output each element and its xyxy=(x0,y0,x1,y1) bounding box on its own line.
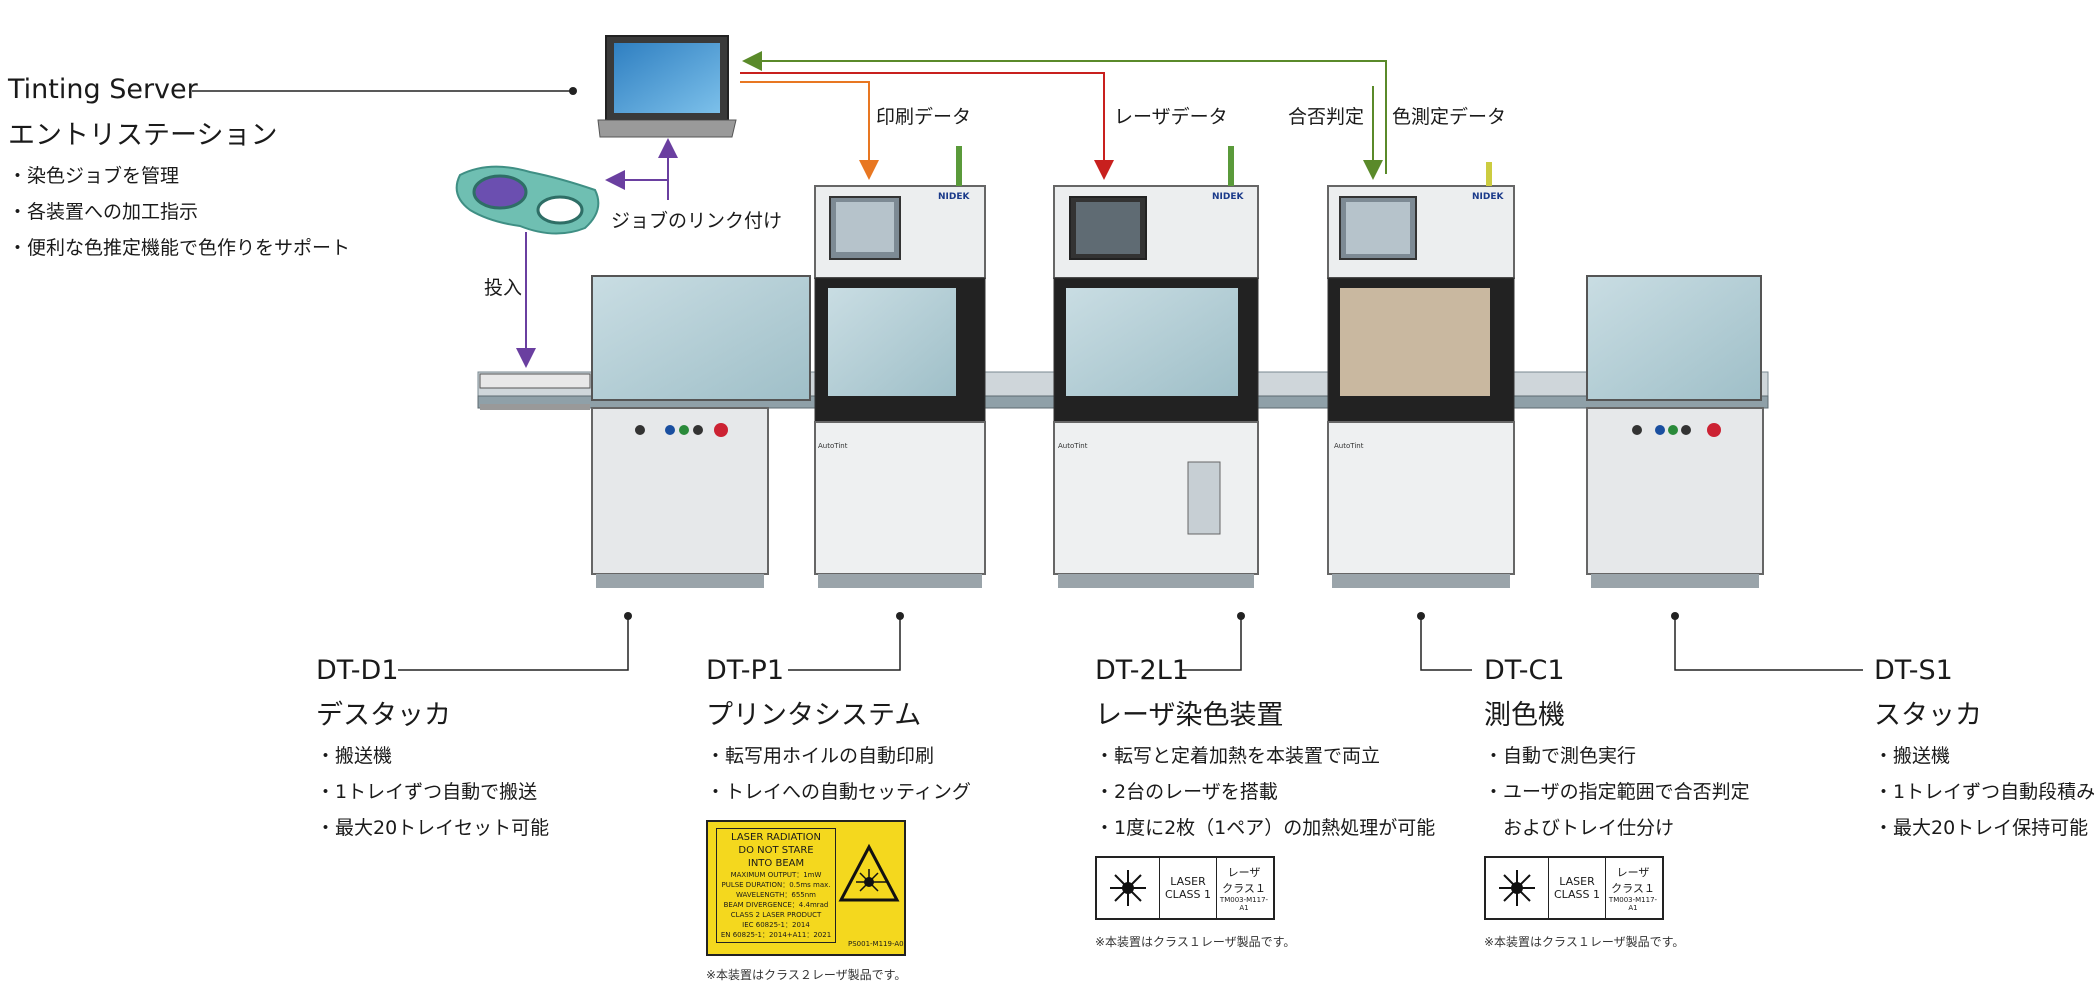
machine-dt-p1 xyxy=(814,146,986,588)
class1-jp: レーザ クラス１ TM003-M117-A1 xyxy=(1217,858,1271,918)
machine-dt-s1 xyxy=(1586,275,1764,588)
nidek-logo-2l1: NIDEK xyxy=(1212,192,1244,202)
autotint-logo-c1: AutoTint xyxy=(1334,442,1364,450)
device-bullet: ・最大20トレイ保持可能 xyxy=(1874,817,2089,839)
class1-en-line: LASER xyxy=(1170,875,1206,888)
flow-label-print-data: 印刷データ xyxy=(876,106,972,128)
device-name: 測色機 xyxy=(1484,700,1565,731)
class1-note-2l1: ※本装置はクラス１レーザ製品です。 xyxy=(1095,935,1296,949)
device-bullet: およびトレイ仕分け xyxy=(1484,817,1675,839)
device-bullet: ・自動で測色実行 xyxy=(1484,745,1637,767)
device-bullet: ・2台のレーザを搭載 xyxy=(1095,781,1278,803)
flow-label-pass-fail: 合否判定 xyxy=(1288,106,1365,128)
class1-jp: レーザ クラス１ TM003-M117-A1 xyxy=(1606,858,1660,918)
class1-jp-line: クラス１ xyxy=(1611,882,1655,895)
warning-line: LASER RADIATION xyxy=(731,832,821,843)
nidek-logo-c1: NIDEK xyxy=(1472,192,1504,202)
warning-spec: IEC 60825-1：2014 xyxy=(742,921,810,929)
warning-line: DO NOT STARE xyxy=(738,845,814,856)
device-code: DT-D1 xyxy=(316,655,399,686)
autotint-logo-2l1: AutoTint xyxy=(1058,442,1088,450)
class1-en: LASER CLASS 1 xyxy=(1549,858,1606,918)
flow-label-job-link: ジョブのリンク付け xyxy=(611,210,783,232)
class1-code: TM003-M117-A1 xyxy=(1608,896,1658,912)
laser-hazard-icon xyxy=(838,843,900,902)
server-subtitle: エントリステーション xyxy=(8,120,278,151)
device-bullet: ・1トレイずつ自動段積み xyxy=(1874,781,2095,803)
machine-dt-2l1 xyxy=(1053,146,1259,588)
warning-spec: EN 60825-1：2014+A11：2021 xyxy=(720,931,832,939)
class2-note: ※本装置はクラス２レーザ製品です。 xyxy=(706,968,907,982)
server-bullet-1: ・染色ジョブを管理 xyxy=(8,165,180,187)
class1-en: LASER CLASS 1 xyxy=(1160,858,1217,918)
device-bullet: ・転写と定着加熱を本装置で両立 xyxy=(1095,745,1381,767)
device-code: DT-S1 xyxy=(1874,655,1953,686)
device-bullet: ・ユーザの指定範囲で合否判定 xyxy=(1484,781,1750,803)
warning-spec: MAXIMUM OUTPUT：1mW xyxy=(730,871,822,879)
device-bullet: ・搬送機 xyxy=(1874,745,1951,767)
device-name: プリンタシステム xyxy=(706,700,922,731)
machine-dt-c1 xyxy=(1327,162,1515,588)
device-bullet: ・最大20トレイセット可能 xyxy=(316,817,550,839)
class1-code: TM003-M117-A1 xyxy=(1219,896,1269,912)
laser-class2-warning-label: LASER RADIATION DO NOT STARE INTO BEAM M… xyxy=(706,820,906,956)
device-bullet: ・トレイへの自動セッティング xyxy=(706,781,971,803)
laser-class1-label-c1: LASER CLASS 1 レーザ クラス１ TM003-M117-A1 xyxy=(1484,856,1664,920)
device-name: スタッカ xyxy=(1874,700,1982,731)
device-code: DT-P1 xyxy=(706,655,785,686)
class1-en-line: CLASS 1 xyxy=(1553,888,1601,901)
warning-spec: BEAM DIVERGENCE：4.4mrad xyxy=(723,901,829,909)
class1-jp-line: レーザ xyxy=(1616,866,1650,879)
flow-label-color-data: 色測定データ xyxy=(1392,106,1507,128)
class1-en-line: CLASS 1 xyxy=(1164,888,1212,901)
autotint-logo-p1: AutoTint xyxy=(818,442,848,450)
device-bullet: ・転写用ホイルの自動印刷 xyxy=(706,745,935,767)
machine-dt-d1 xyxy=(591,275,811,588)
class1-en-line: LASER xyxy=(1559,875,1595,888)
class1-note-c1: ※本装置はクラス１レーザ製品です。 xyxy=(1484,935,1685,949)
device-code: DT-2L1 xyxy=(1095,655,1189,686)
flow-label-load: 投入 xyxy=(484,277,523,299)
device-bullet: ・1度に2枚（1ペア）の加熱処理が可能 xyxy=(1095,817,1436,839)
server-bullet-2: ・各装置への加工指示 xyxy=(8,201,199,223)
warning-line: INTO BEAM xyxy=(747,858,805,869)
server-title: Tinting Server xyxy=(8,74,198,105)
warning-spec: PULSE DURATION：0.5ms max. xyxy=(721,881,831,889)
device-code: DT-C1 xyxy=(1484,655,1565,686)
server-bullet-3: ・便利な色推定機能で色作りをサポート xyxy=(8,237,351,259)
nidek-logo-p1: NIDEK xyxy=(938,192,970,202)
warning-spec: CLASS 2 LASER PRODUCT xyxy=(730,911,822,919)
class1-jp-line: レーザ xyxy=(1227,866,1261,879)
laser-burst-icon xyxy=(1097,858,1160,918)
device-bullet: ・1トレイずつ自動で搬送 xyxy=(316,781,538,803)
device-name: レーザ染色装置 xyxy=(1095,700,1284,731)
flow-label-laser-data: レーザデータ xyxy=(1114,106,1228,128)
laptop-icon xyxy=(597,35,737,138)
laser-burst-icon xyxy=(1486,858,1549,918)
warning-spec: WAVELENGTH：655nm xyxy=(736,891,816,899)
device-name: デスタッカ xyxy=(316,700,451,731)
warning-text-block: LASER RADIATION DO NOT STARE INTO BEAM M… xyxy=(716,828,836,943)
class1-jp-line: クラス１ xyxy=(1222,882,1266,895)
warning-code: PS001-M119-A0 xyxy=(848,940,904,948)
lens-tray-icon xyxy=(455,165,600,235)
laser-class1-label-2l1: LASER CLASS 1 レーザ クラス１ TM003-M117-A1 xyxy=(1095,856,1275,920)
device-bullet: ・搬送機 xyxy=(316,745,393,767)
